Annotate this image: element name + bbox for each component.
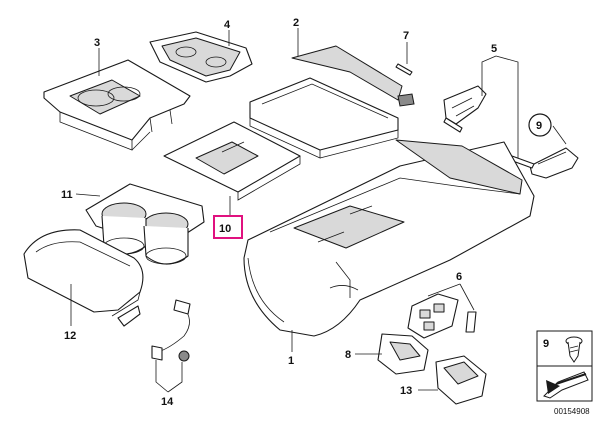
- callout-5: 5: [491, 43, 497, 55]
- callout-11: 11: [61, 189, 73, 201]
- part-13-insert: [435, 355, 487, 405]
- legend-panel: 9: [536, 330, 593, 402]
- legend-number: 9: [543, 338, 549, 350]
- document-number: 00154908: [554, 407, 590, 416]
- part-5-hinges: [443, 85, 579, 179]
- part-8-tray: [377, 333, 429, 375]
- part-4-seal: [149, 31, 253, 83]
- callout-8: 8: [345, 349, 351, 361]
- callout-3: 3: [94, 37, 100, 49]
- direction-arrow-icon: [543, 371, 589, 399]
- part-11-cupholder: [85, 183, 205, 265]
- callout-4: 4: [224, 19, 231, 31]
- part-10-cover: [163, 121, 301, 201]
- callout-labels: 3 4 2 7 5 11 12 1 6 8 13 14: [61, 17, 497, 408]
- callout-1: 1: [288, 355, 294, 367]
- part-7-pin: [395, 63, 413, 76]
- callout-9-circled: 9: [528, 113, 552, 137]
- callout-12: 12: [64, 330, 76, 342]
- callout-6: 6: [456, 271, 462, 283]
- leader-lines: [70, 28, 567, 393]
- part-14-cable: [151, 299, 191, 362]
- part-1-base: [243, 139, 535, 337]
- part-2-lid: [249, 45, 415, 159]
- callout-14: 14: [161, 396, 174, 408]
- part-12-trim: [23, 229, 144, 327]
- part-3-tray: [43, 59, 191, 151]
- screw-icon: [565, 336, 583, 363]
- callout-10-highlight: 10: [213, 215, 243, 239]
- callout-2: 2: [293, 17, 299, 29]
- part-6-bracket: [407, 293, 477, 339]
- callout-13: 13: [400, 385, 412, 397]
- callout-9: 9: [536, 120, 542, 132]
- callout-7: 7: [403, 30, 409, 42]
- callout-10: 10: [219, 223, 231, 235]
